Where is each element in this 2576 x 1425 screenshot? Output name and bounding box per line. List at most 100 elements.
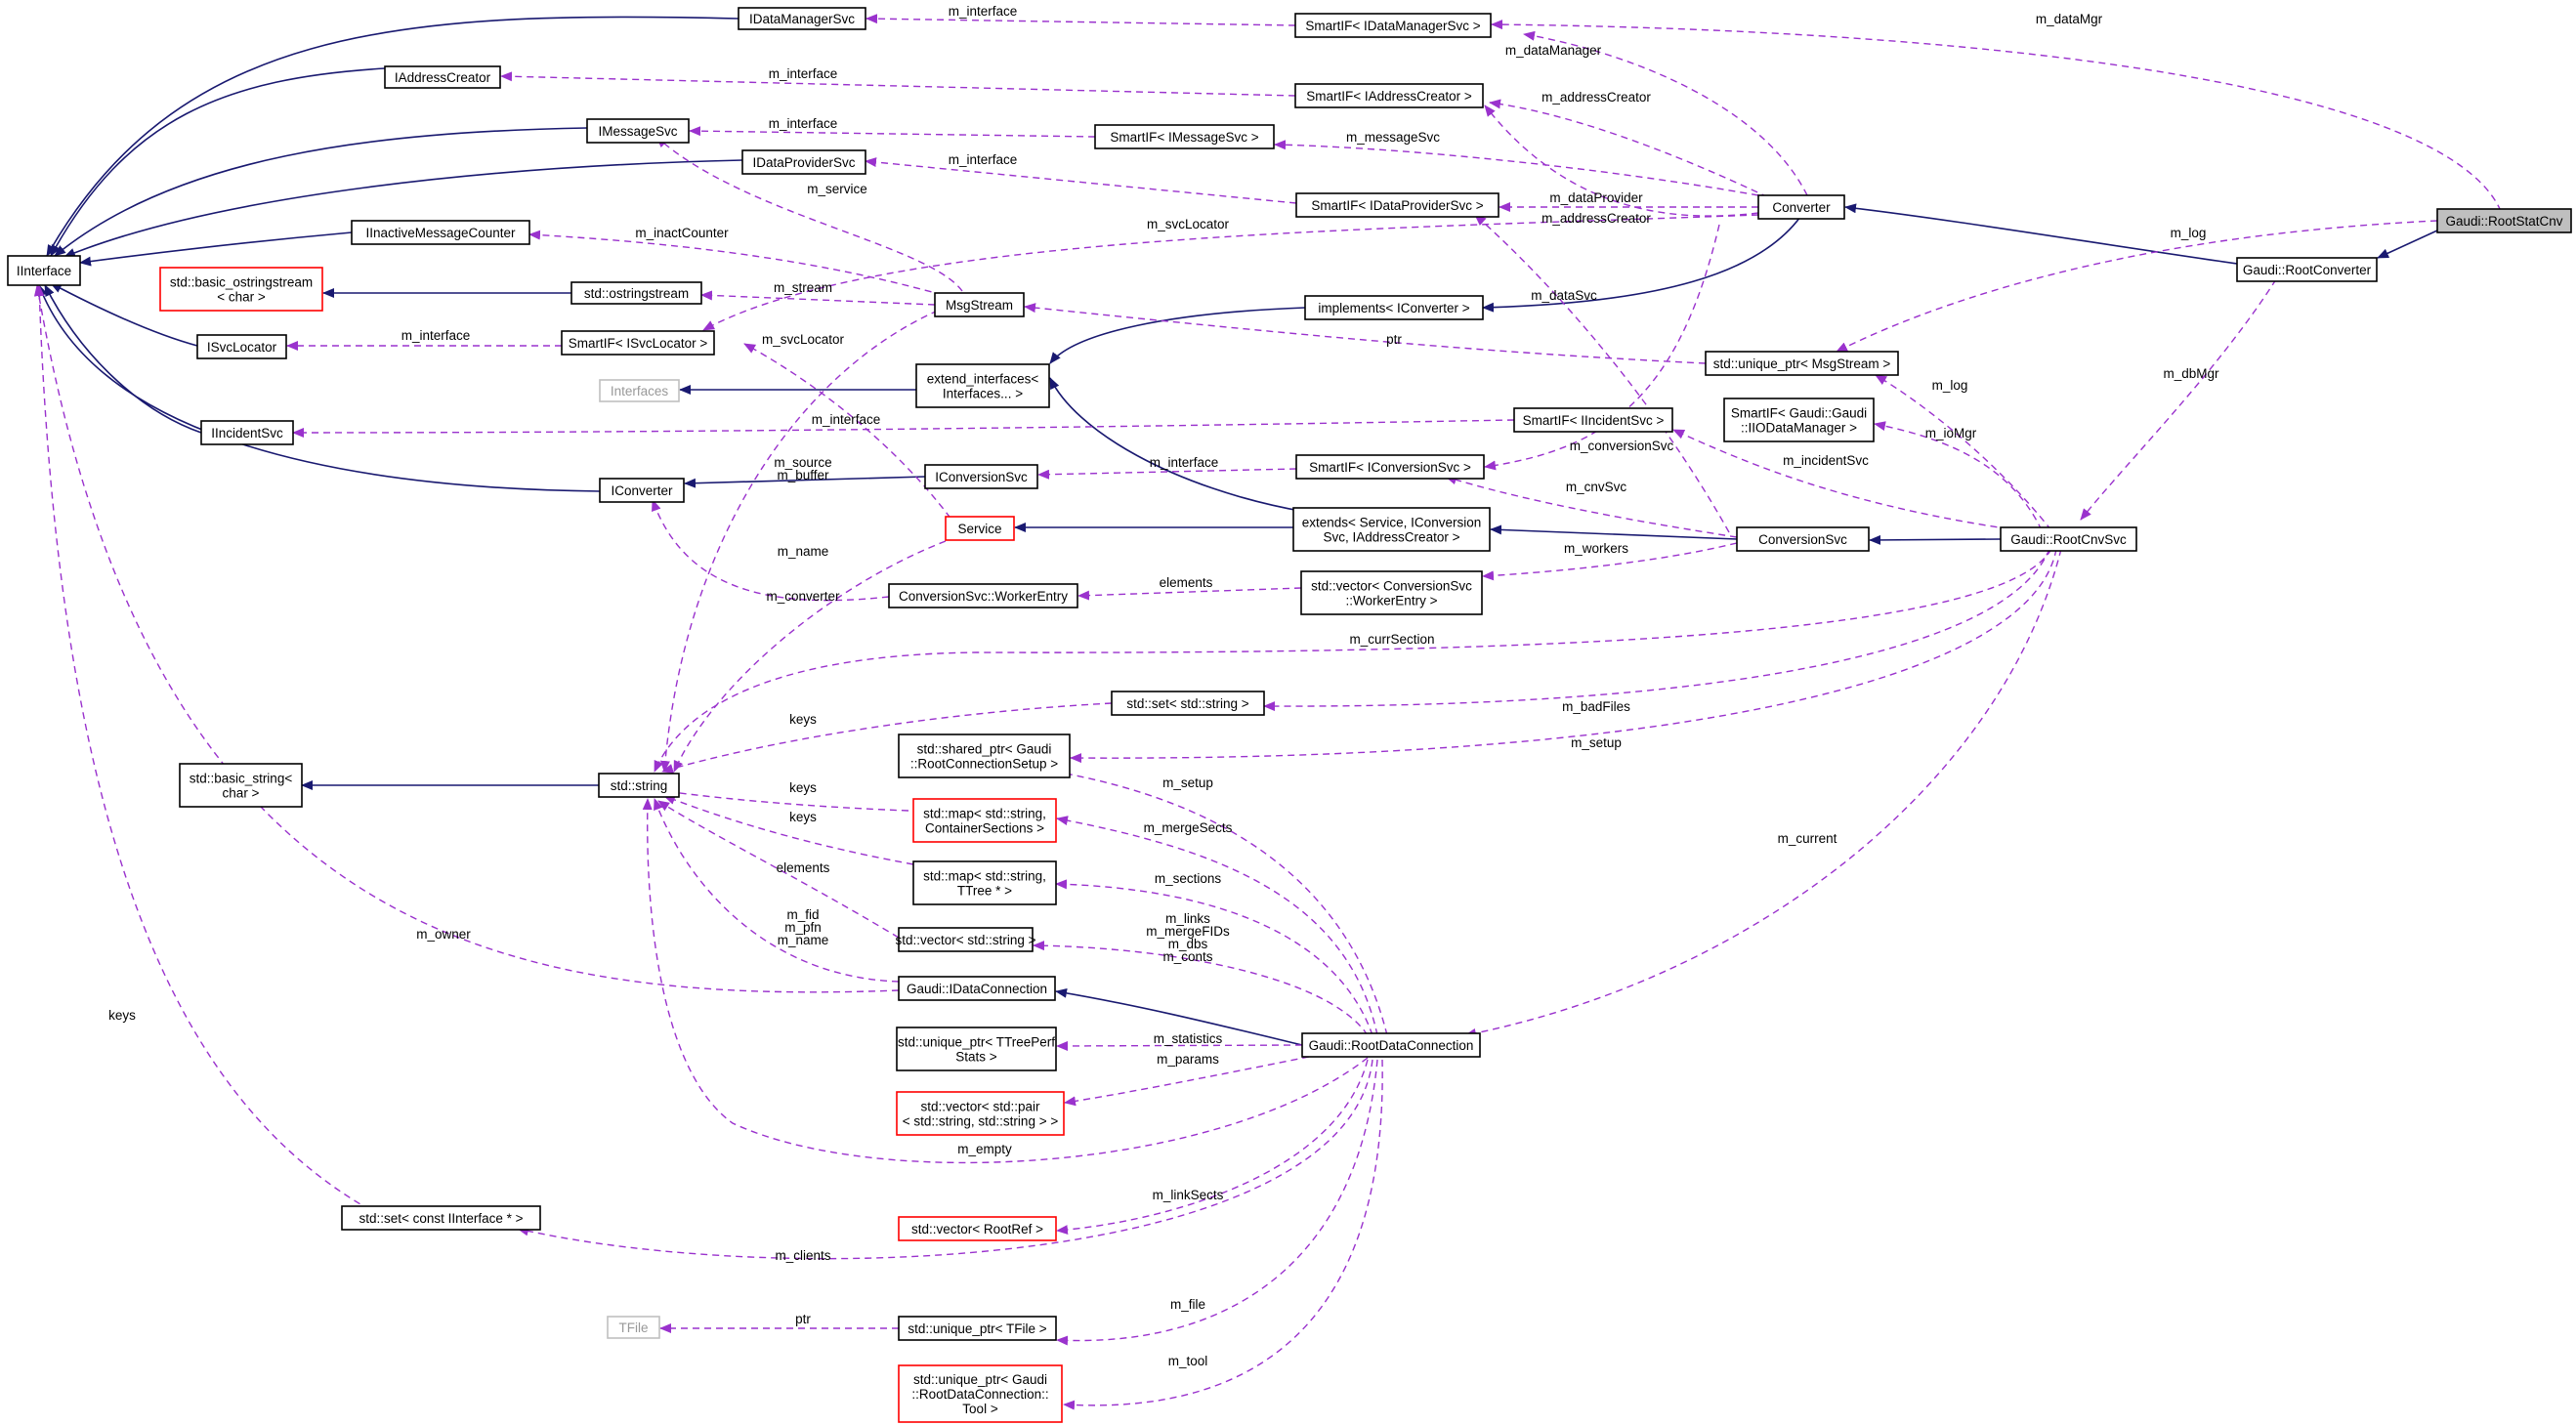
edge-label: m_fid	[786, 907, 819, 922]
class-node-iaddresscreator[interactable]: IAddressCreator	[384, 65, 501, 89]
class-node-extend-interfaces[interactable]: extend_interfaces<Interfaces... >	[915, 363, 1050, 408]
edge-label: m_pfn	[784, 920, 822, 935]
edge-m-stream	[700, 290, 936, 306]
edge-label: m_interface	[949, 4, 1018, 19]
edge-label: m_links	[1165, 911, 1210, 926]
class-node-service[interactable]: Service	[945, 516, 1015, 541]
class-node-vector-string[interactable]: std::vector< std::string >	[895, 927, 1036, 952]
edge-rootcnvsvc-conversionsvc	[1869, 534, 2002, 545]
node-label: SmartIF< IAddressCreator >	[1306, 89, 1472, 104]
edge-label: m_dataManager	[1505, 43, 1602, 58]
class-node-iconversionsvc[interactable]: IConversionSvc	[924, 464, 1038, 489]
node-label: Interfaces	[611, 384, 669, 398]
class-node-set-iinterface[interactable]: std::set< const IInterface * >	[341, 1205, 541, 1231]
class-node-iconverter[interactable]: IConverter	[599, 478, 685, 503]
edge-label: m_conversionSvc	[1570, 439, 1674, 453]
node-box	[599, 379, 680, 402]
class-node-rootconverter[interactable]: Gaudi::RootConverter	[2236, 257, 2378, 282]
class-node-extends-service[interactable]: extends< Service, IConversionSvc, IAddre…	[1292, 507, 1491, 552]
node-box	[7, 255, 81, 286]
class-node-smartif-iaddresscreator[interactable]: SmartIF< IAddressCreator >	[1294, 83, 1484, 108]
class-node-vector-rootref[interactable]: std::vector< RootRef >	[898, 1216, 1057, 1241]
node-label: IDataProviderSvc	[752, 155, 855, 170]
edge-label: m_inactCounter	[635, 226, 729, 240]
class-node-iincidentsvc[interactable]: IIncidentSvc	[200, 420, 294, 445]
node-label: implements< IConverter >	[1318, 301, 1469, 315]
class-node-rootdataconnection[interactable]: Gaudi::RootDataConnection	[1301, 1032, 1481, 1058]
class-node-std-string[interactable]: std::string	[598, 773, 680, 798]
class-node-unique-ptr-tool[interactable]: std::unique_ptr< Gaudi::RootDataConnecti…	[898, 1364, 1063, 1423]
class-node-smartif-idatamanagersvc[interactable]: SmartIF< IDataManagerSvc >	[1294, 13, 1492, 38]
class-node-converter[interactable]: Converter	[1757, 194, 1845, 220]
class-node-tfile[interactable]: TFile	[607, 1316, 660, 1339]
edge-keys-iface	[34, 284, 392, 1222]
class-node-smartif-iiodatamanager[interactable]: SmartIF< Gaudi::Gaudi::IIODataManager >	[1723, 398, 1875, 442]
edge-iinactivemessagecounter-iinterface	[79, 231, 353, 267]
node-label: SmartIF< IIncidentSvc >	[1523, 413, 1665, 428]
class-node-unique-ptr-tfile[interactable]: std::unique_ptr< TFile >	[898, 1316, 1057, 1341]
class-node-idataprovidersvc[interactable]: IDataProviderSvc	[741, 149, 866, 175]
class-node-vector-pair[interactable]: std::vector< std::pair< std::string, std…	[896, 1091, 1065, 1136]
class-node-rootstatcnv[interactable]: Gaudi::RootStatCnv	[2436, 208, 2572, 233]
inheritance-edges	[38, 16, 2438, 1046]
class-node-smartif-isvclocator[interactable]: SmartIF< ISvcLocator >	[561, 330, 715, 356]
edge-label: m_service	[807, 182, 867, 196]
node-label: ::RootDataConnection::	[911, 1387, 1048, 1402]
class-node-smartif-idataprovidersvc[interactable]: SmartIF< IDataProviderSvc >	[1295, 192, 1499, 218]
class-node-smartif-imessagesvc[interactable]: SmartIF< IMessageSvc >	[1094, 124, 1275, 149]
class-node-basic-string[interactable]: std::basic_string<char >	[179, 763, 303, 808]
class-node-iinactivemessagecounter[interactable]: IInactiveMessageCounter	[351, 220, 530, 245]
edge-m-svclocator-1	[702, 214, 1759, 331]
node-label: std::string	[611, 778, 668, 793]
node-label: char >	[223, 786, 260, 801]
class-node-implements-iconverter[interactable]: implements< IConverter >	[1304, 295, 1484, 320]
edge-m-messagesvc	[1274, 140, 1759, 196]
class-node-ostringstream[interactable]: std::ostringstream	[570, 281, 702, 305]
class-node-idatamanagersvc[interactable]: IDataManagerSvc	[738, 7, 866, 30]
node-box	[570, 281, 702, 305]
class-node-imessagesvc[interactable]: IMessageSvc	[586, 118, 690, 144]
node-label: IAddressCreator	[395, 70, 491, 85]
edge-m-current	[1464, 548, 2062, 1038]
class-node-set-string[interactable]: std::set< std::string >	[1111, 691, 1265, 716]
node-label: Stats >	[955, 1050, 997, 1065]
edge-rootstatcnv-rootconverter	[2377, 230, 2438, 259]
edge-label: m_mergeFIDs	[1146, 924, 1230, 939]
class-node-map-ttree[interactable]: std::map< std::string,TTree * >	[912, 860, 1057, 905]
edge-m-conversionsvc	[1484, 224, 1720, 471]
class-node-smartif-iincidentsvc[interactable]: SmartIF< IIncidentSvc >	[1513, 407, 1673, 433]
edge-iaddresscreator-iinterface	[50, 67, 386, 257]
class-node-shared-ptr-setup[interactable]: std::shared_ptr< Gaudi::RootConnectionSe…	[898, 733, 1071, 778]
edge-label: m_mergeSects	[1144, 820, 1233, 835]
edge-label: m_statistics	[1154, 1031, 1223, 1046]
edge-label: m_dataSvc	[1531, 288, 1597, 303]
class-node-smartif-iconversionsvc[interactable]: SmartIF< IConversionSvc >	[1295, 454, 1485, 480]
edge-label: m_interface	[769, 66, 838, 81]
class-node-map-containersections[interactable]: std::map< std::string,ContainerSections …	[912, 798, 1057, 843]
node-label: std::shared_ptr< Gaudi	[917, 742, 1052, 757]
node-label: IInactiveMessageCounter	[365, 226, 516, 240]
edge-label: m_ioMgr	[1925, 426, 1977, 440]
node-box	[1736, 526, 1870, 552]
node-box	[1111, 691, 1265, 716]
node-box	[1294, 13, 1492, 38]
class-node-conversionsvc[interactable]: ConversionSvc	[1736, 526, 1870, 552]
edge-m-log-1	[1836, 220, 2438, 353]
node-box	[896, 1027, 1057, 1071]
edge-label: m_current	[1778, 831, 1837, 846]
class-node-workerentry[interactable]: ConversionSvc::WorkerEntry	[888, 583, 1078, 608]
class-node-rootcnvsvc[interactable]: Gaudi::RootCnvSvc	[2000, 526, 2137, 552]
class-node-isvclocator[interactable]: ISvcLocator	[196, 334, 287, 359]
class-node-idataconnection[interactable]: Gaudi::IDataConnection	[898, 976, 1056, 1001]
class-node-basic-ostringstream[interactable]: std::basic_ostringstream< char >	[159, 267, 323, 312]
class-node-iinterface[interactable]: IInterface	[7, 255, 81, 286]
class-node-vector-workerentry[interactable]: std::vector< ConversionSvc::WorkerEntry …	[1300, 570, 1483, 615]
class-node-msgstream[interactable]: MsgStream	[934, 292, 1025, 317]
class-node-interfaces[interactable]: Interfaces	[599, 379, 680, 402]
node-box	[599, 478, 685, 503]
edge-m-fid-pfn-name	[654, 798, 900, 983]
edge-label: m_conts	[1162, 949, 1212, 964]
edge-m-workers	[1482, 542, 1738, 581]
class-node-unique-ptr-msgstream[interactable]: std::unique_ptr< MsgStream >	[1705, 351, 1899, 376]
